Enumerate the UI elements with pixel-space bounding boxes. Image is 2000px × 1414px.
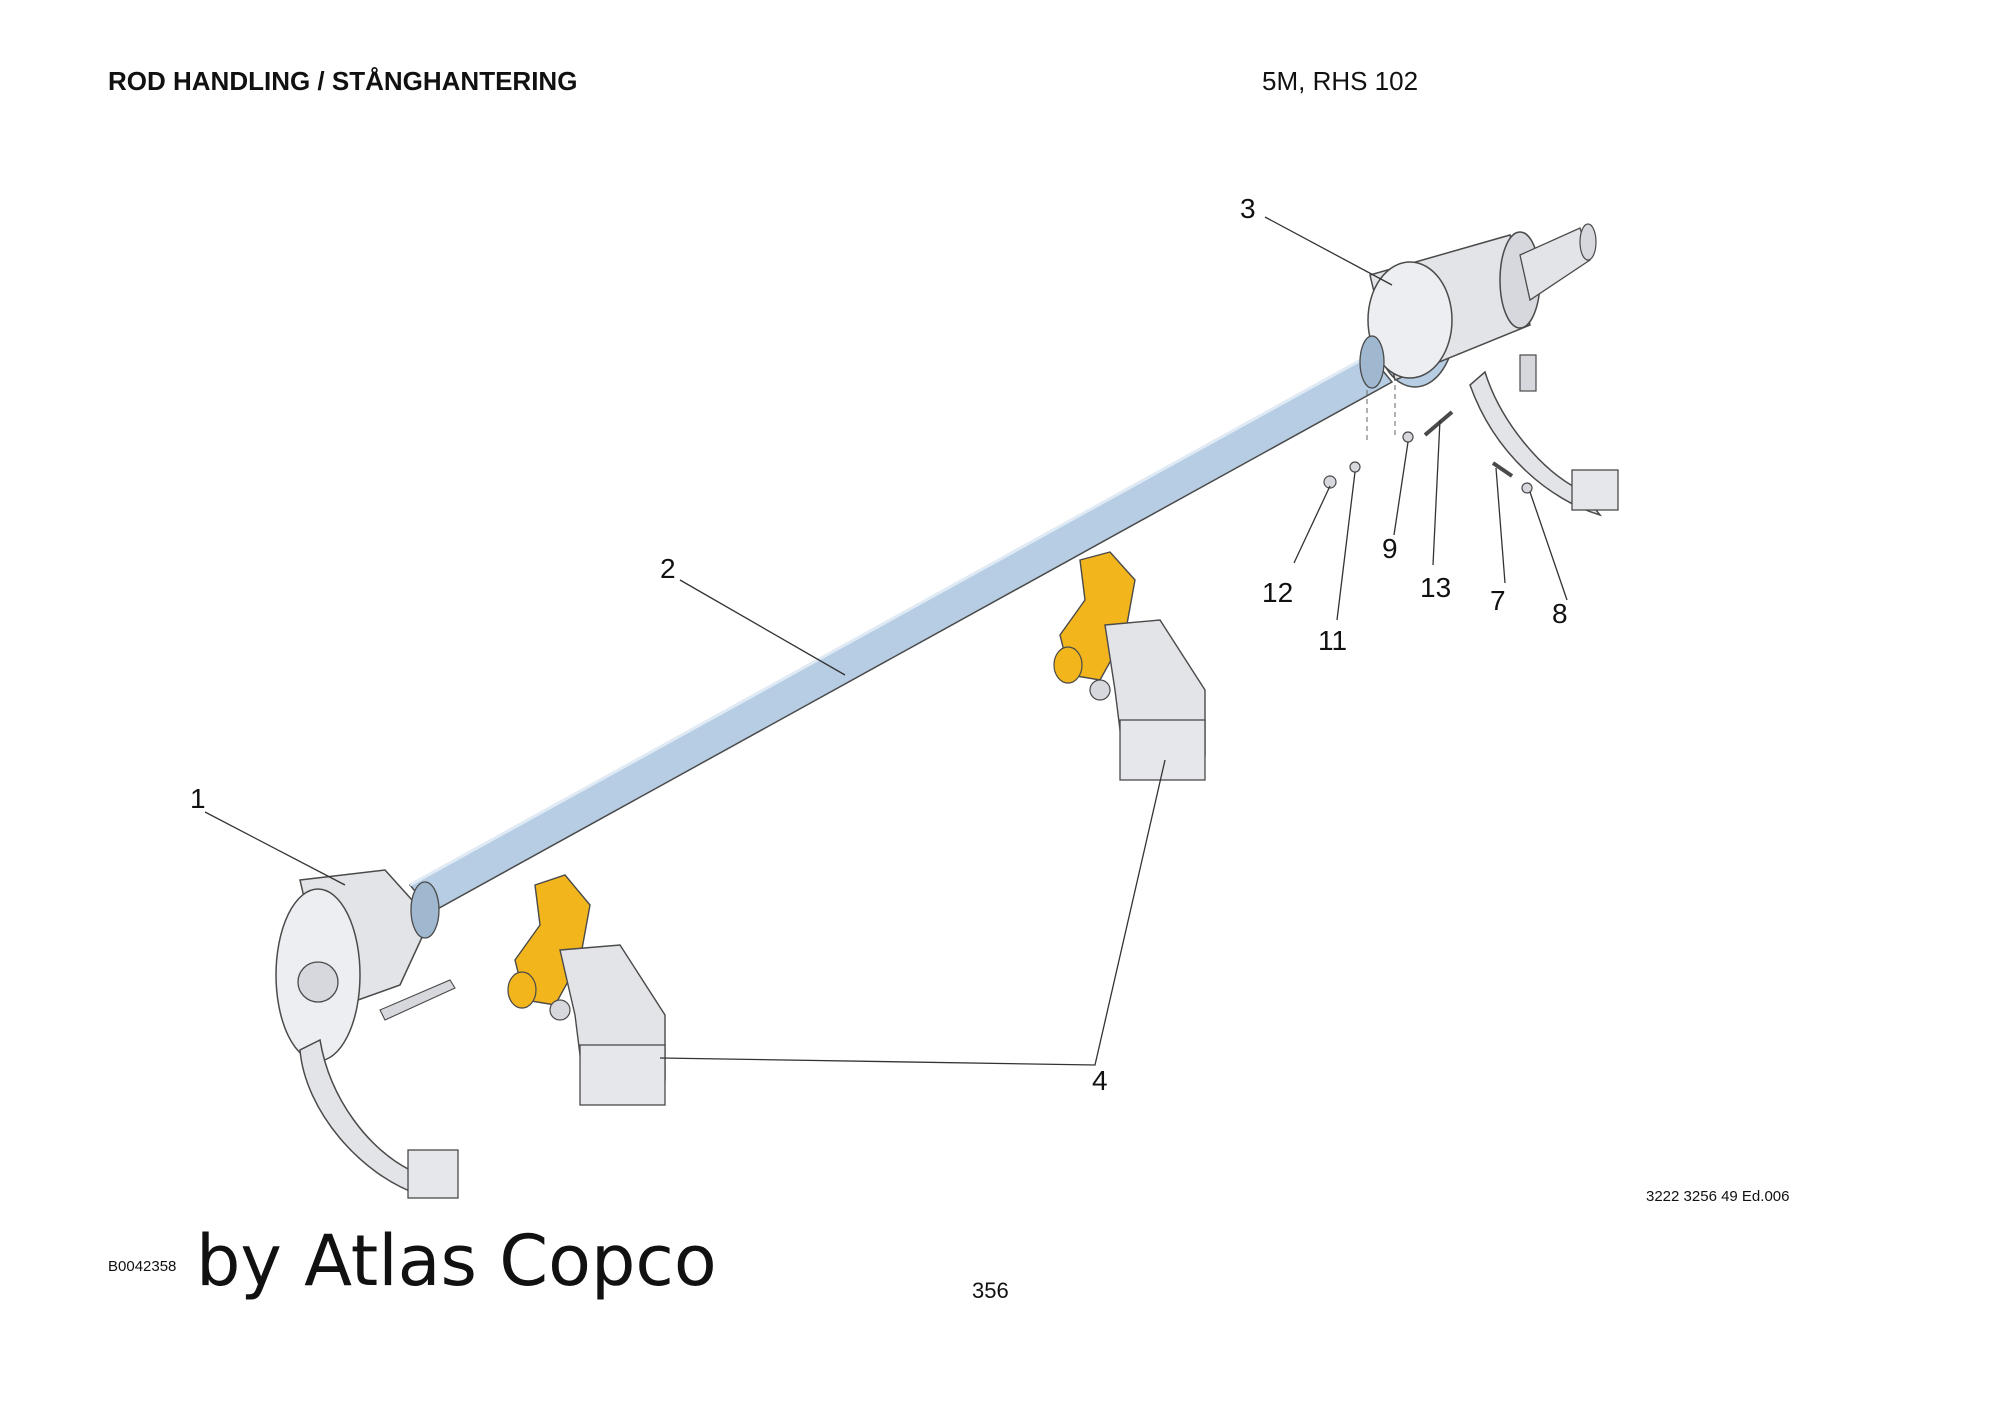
callout-1: 1 bbox=[190, 783, 206, 814]
brand-text: by Atlas Copco bbox=[196, 1220, 717, 1302]
page-title: ROD HANDLING / STÅNGHANTERING bbox=[108, 66, 578, 96]
model-label: 5M, RHS 102 bbox=[1262, 66, 1419, 96]
rod-shaft bbox=[408, 353, 1394, 913]
callout-3: 3 bbox=[1240, 193, 1256, 224]
leader-1 bbox=[204, 811, 346, 886]
leader-12 bbox=[1293, 485, 1331, 564]
callout-12: 12 bbox=[1262, 577, 1293, 608]
leader-7 bbox=[1495, 467, 1506, 584]
leader-13 bbox=[1432, 419, 1441, 566]
leader-2 bbox=[679, 579, 846, 676]
callout-7: 7 bbox=[1490, 585, 1506, 616]
right-drum bbox=[1359, 223, 1619, 517]
callout-4: 4 bbox=[1092, 1065, 1108, 1096]
leader-8 bbox=[1529, 491, 1568, 601]
image-id: B0042358 bbox=[108, 1258, 177, 1275]
callout-8: 8 bbox=[1552, 598, 1568, 629]
leader-4 bbox=[659, 759, 1166, 1066]
callout-11: 11 bbox=[1318, 625, 1347, 656]
leader-9 bbox=[1393, 441, 1409, 536]
hardware bbox=[1323, 385, 1533, 494]
leader-3 bbox=[1264, 216, 1393, 286]
gripper-assembly-lower bbox=[507, 874, 666, 1106]
callout-13: 13 bbox=[1420, 572, 1451, 603]
leader-11 bbox=[1336, 471, 1356, 621]
gripper-assembly-upper bbox=[1053, 551, 1206, 781]
callout-9: 9 bbox=[1382, 533, 1398, 564]
callout-2: 2 bbox=[660, 553, 676, 584]
page-number: 356 bbox=[972, 1278, 1009, 1303]
document-number: 3222 3256 49 Ed.006 bbox=[1646, 1188, 1790, 1205]
left-drum bbox=[275, 869, 459, 1199]
